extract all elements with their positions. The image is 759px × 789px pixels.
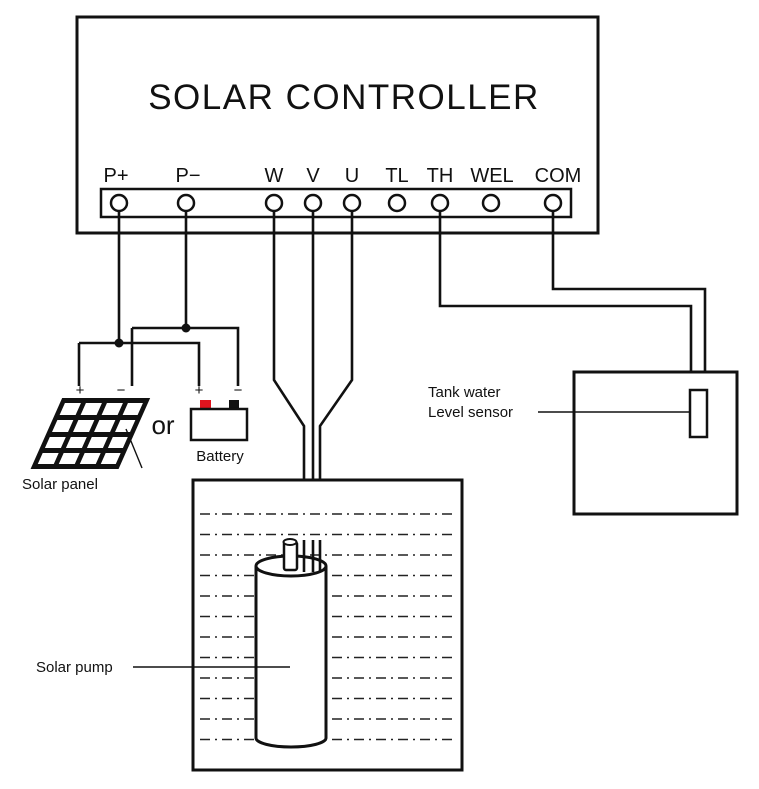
terminal-screw-u — [342, 193, 362, 213]
battery-icon — [189, 400, 249, 442]
power-wires — [77, 211, 240, 386]
or-text: or — [151, 410, 174, 440]
terminal-label-w: W — [265, 165, 284, 187]
terminal-label-v: V — [306, 165, 320, 187]
sensor-label-line1: Tank water — [428, 384, 501, 401]
level-sensor-icon — [688, 388, 709, 439]
battery-minus-sign: − — [234, 382, 243, 399]
panel-plus-sign: + — [76, 382, 85, 399]
terminal-screw-wel — [481, 193, 501, 213]
controller-title: SOLAR CONTROLLER — [148, 78, 540, 117]
battery-positive-terminal — [200, 400, 211, 411]
terminal-screw-com — [543, 193, 563, 213]
battery-label: Battery — [196, 448, 244, 465]
water-lines — [200, 513, 456, 741]
terminal-label-tl: TL — [385, 165, 408, 187]
terminal-screw-p-minus — [176, 193, 196, 213]
terminal-screw-th — [430, 193, 450, 213]
terminal-label-p-minus: P− — [175, 165, 200, 187]
terminal-strip — [99, 187, 573, 219]
terminal-screw-p-plus — [109, 193, 129, 213]
junction-dot-negative — [181, 323, 191, 333]
water-tank — [572, 370, 739, 516]
solar-panel-label: Solar panel — [22, 476, 98, 493]
junction-dot-positive — [114, 338, 124, 348]
solar-pump-label: Solar pump — [36, 659, 113, 676]
terminal-screw-w — [264, 193, 284, 213]
terminal-label-u: U — [345, 165, 359, 187]
terminal-screw-v — [303, 193, 323, 213]
positive-bus-wire — [79, 341, 201, 386]
solar-pump-icon — [254, 538, 328, 749]
terminal-label-com: COM — [535, 165, 582, 187]
th-wire — [438, 211, 693, 390]
sensor-label-line2: Level sensor — [428, 404, 513, 421]
panel-minus-sign: − — [117, 382, 126, 399]
terminal-label-wel: WEL — [470, 165, 513, 187]
battery-plus-sign: + — [195, 382, 204, 399]
terminal-screw-tl — [387, 193, 407, 213]
terminal-label-th: TH — [427, 165, 454, 187]
negative-bus-wire — [132, 326, 240, 386]
terminal-labels: P+ P− W V U TL TH WEL COM — [103, 165, 581, 187]
terminal-label-p-plus: P+ — [103, 165, 128, 187]
solar-panel-icon — [30, 398, 151, 469]
terminal-screws — [109, 193, 563, 213]
com-wire — [551, 211, 707, 390]
sensor-cable — [438, 211, 707, 390]
